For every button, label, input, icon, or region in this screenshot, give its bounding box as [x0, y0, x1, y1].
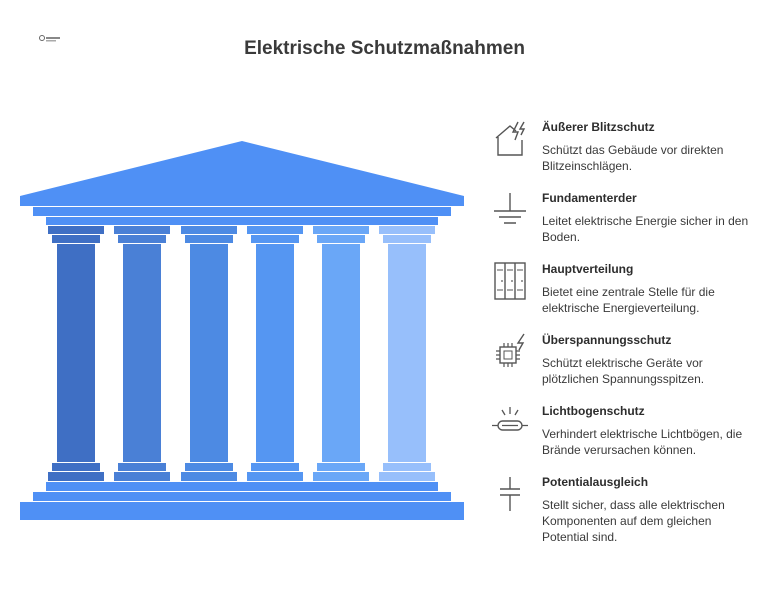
item-heading: Überspannungsschutz: [542, 333, 672, 347]
item-description: Leitet elektrische Energie sicher in den…: [542, 214, 749, 244]
column-5: [313, 226, 369, 481]
temple-frieze: [46, 217, 438, 225]
column-shaft: [190, 244, 228, 462]
temple-step-middle: [33, 492, 451, 501]
fuse-spark-icon: [492, 407, 528, 431]
column-capital: [118, 235, 166, 243]
item-description: Schützt das Gebäude vor direkten Blitzei…: [542, 143, 724, 173]
temple-roof: [20, 141, 464, 206]
column-capital-top: [313, 226, 369, 234]
temple-architrave: [33, 207, 451, 216]
column-base-bottom: [48, 472, 104, 481]
column-base: [383, 463, 431, 471]
column-capital-top: [247, 226, 303, 234]
temple-step-base: [20, 502, 464, 520]
house-lightning-icon: [495, 121, 526, 156]
column-capital: [52, 235, 100, 243]
chip-lightning-icon: [496, 333, 525, 367]
column-base-bottom: [181, 472, 237, 481]
column-capital: [317, 235, 365, 243]
temple-stylobate: [46, 482, 438, 491]
column-capital-top: [181, 226, 237, 234]
column-base: [317, 463, 365, 471]
column-1: [48, 226, 104, 481]
column-capital-top: [379, 226, 435, 234]
item-heading: Fundamenterder: [542, 191, 637, 205]
column-base: [185, 463, 233, 471]
column-base: [118, 463, 166, 471]
column-shaft: [57, 244, 95, 462]
temple-columns: [48, 226, 435, 481]
item-description: Stellt sicher, dass alle elektrischen Ko…: [542, 498, 725, 544]
column-4: [247, 226, 303, 481]
column-capital-top: [114, 226, 170, 234]
column-shaft: [123, 244, 161, 462]
item-heading: Hauptverteilung: [542, 262, 634, 276]
column-base-bottom: [114, 472, 170, 481]
column-shaft: [388, 244, 426, 462]
column-shaft: [256, 244, 294, 462]
column-capital-top: [48, 226, 104, 234]
distribution-cabinet-icon: [494, 262, 526, 300]
column-base: [52, 463, 100, 471]
logo: [39, 35, 60, 42]
item-description: Verhindert elektrische Lichtbögen, die B…: [542, 427, 743, 457]
ground-icon: [494, 193, 526, 224]
column-base-bottom: [379, 472, 435, 481]
column-6: [379, 226, 435, 481]
column-base-bottom: [247, 472, 303, 481]
column-3: [181, 226, 237, 481]
column-capital: [185, 235, 233, 243]
item-description: Schützt elektrische Geräte vor plötzlich…: [542, 356, 705, 386]
column-base-bottom: [313, 472, 369, 481]
item-heading: Äußerer Blitzschutz: [542, 120, 655, 134]
column-capital: [251, 235, 299, 243]
item-heading: Potentialausgleich: [542, 475, 649, 489]
column-capital: [383, 235, 431, 243]
column-2: [114, 226, 170, 481]
capacitor-icon: [500, 477, 520, 511]
page-title: Elektrische Schutzmaßnahmen: [244, 38, 525, 59]
column-shaft: [322, 244, 360, 462]
item-description: Bietet eine zentrale Stelle für die elek…: [542, 285, 715, 315]
column-base: [251, 463, 299, 471]
item-heading: Lichtbogenschutz: [542, 404, 645, 418]
